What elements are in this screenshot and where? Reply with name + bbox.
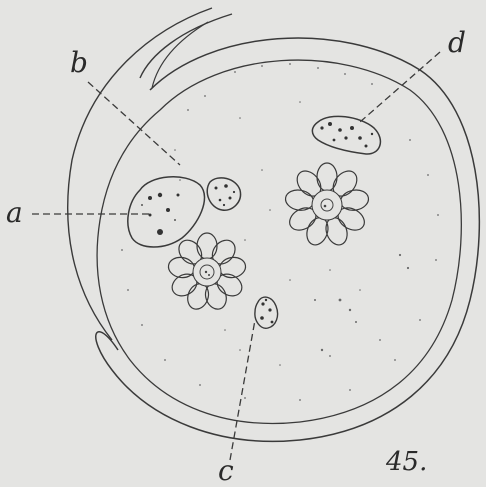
figure-number: 45. xyxy=(385,447,427,477)
label-b: b xyxy=(70,46,88,79)
label-c: c xyxy=(218,454,234,487)
label-d: d xyxy=(448,26,466,59)
label-a: a xyxy=(6,196,23,229)
